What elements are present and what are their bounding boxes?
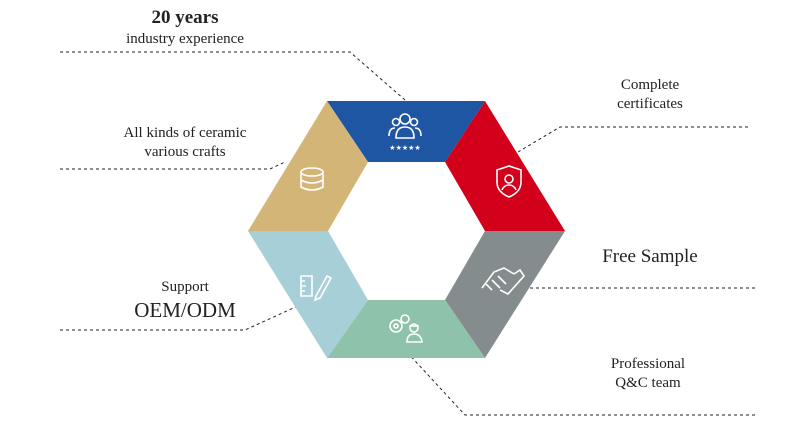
label-oem: Support OEM/ODM: [120, 278, 250, 323]
label-certificates-line2: certificates: [617, 95, 683, 112]
label-certificates: Complete certificates: [590, 76, 710, 114]
leader-crafts: [60, 161, 286, 170]
label-experience-sub: industry experience: [126, 30, 244, 47]
engineer-gears-icon: [389, 314, 423, 343]
segment-top: [327, 101, 485, 162]
shield-check-icon: [496, 165, 522, 198]
label-team-line2: Q&C team: [615, 374, 681, 391]
segment-upper-left: [248, 101, 368, 231]
label-crafts-line2: various crafts: [144, 143, 226, 160]
label-sample: Free Sample: [580, 245, 720, 269]
leader-experience: [60, 51, 406, 101]
pencil-ruler-icon: [300, 274, 333, 302]
leader-certificates: [517, 126, 748, 153]
label-experience-title: 20 years: [151, 7, 219, 28]
label-sample-title: Free Sample: [602, 246, 698, 267]
segment-upper-right: [445, 101, 565, 231]
label-oem-line2: OEM/ODM: [134, 297, 236, 322]
leader-oem: [60, 304, 301, 331]
label-oem-line1: Support: [161, 279, 209, 295]
label-team: Professional Q&C team: [588, 355, 708, 393]
segment-bottom: [327, 300, 485, 358]
star-rating: ★★★★★: [389, 144, 420, 152]
label-crafts: All kinds of ceramic various crafts: [100, 124, 270, 162]
segment-lower-left: [248, 231, 368, 358]
label-certificates-line1: Complete: [620, 77, 680, 93]
label-crafts-line1: All kinds of ceramic: [123, 125, 247, 141]
label-team-line1: Professional: [610, 356, 686, 372]
label-experience: 20 years industry experience: [100, 6, 270, 49]
leader-team: [404, 349, 755, 416]
users-rating-icon: ★★★★★: [388, 113, 422, 152]
segment-lower-right: [445, 231, 565, 358]
handshake-icon: [481, 267, 526, 295]
leader-sample: [499, 277, 755, 289]
leader-lines: [60, 51, 755, 416]
stacked-plates-icon: [300, 167, 324, 191]
